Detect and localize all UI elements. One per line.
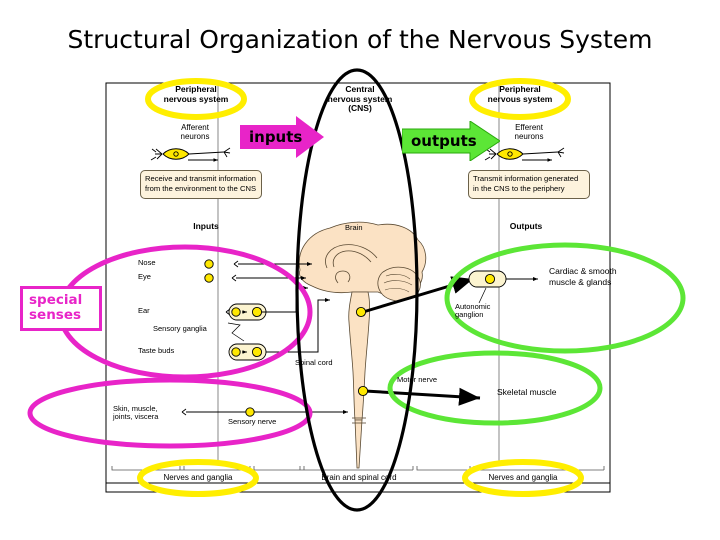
input-label-nose: Nose xyxy=(138,258,156,267)
inputs-arrow-shape xyxy=(240,116,324,158)
efferent-neuron-icon xyxy=(484,147,565,162)
skeletal-muscle-label: Skeletal muscle xyxy=(497,387,557,397)
cardiac-smooth-muscle-label: Cardiac & smooth muscle & glands xyxy=(549,266,617,287)
outputs-section-label: Outputs xyxy=(509,221,543,231)
afferent-neurons-label: Afferent neurons xyxy=(180,123,210,141)
spinal-cord-label: Spinal cord xyxy=(295,358,333,367)
afferent-neuron-icon xyxy=(150,147,231,162)
somatic-output-oval xyxy=(387,350,603,426)
brain-label: Brain xyxy=(345,223,363,232)
bracket-label-center: Brain and spinal cord xyxy=(321,473,397,482)
cns-oval xyxy=(295,68,419,512)
outputs-arrow-label: outputs xyxy=(411,132,477,150)
pns-left-oval xyxy=(145,78,247,120)
input-pathway-taste xyxy=(228,298,330,361)
autonomic-output-oval xyxy=(444,242,686,354)
body-input-label: Skin, muscle, joints, viscera xyxy=(113,404,159,422)
pns-left-header: Peripheral nervous system xyxy=(163,84,229,104)
sensory-nerve-label: Sensory nerve xyxy=(228,417,277,426)
output-pathway-somatic xyxy=(357,385,481,406)
pns-right-oval xyxy=(469,78,571,120)
efferent-callout: Transmit information generated in the CN… xyxy=(468,170,590,199)
autonomic-ganglion-label: Autonomic ganglion xyxy=(455,302,491,320)
pns-right-header: Peripheral nervous system xyxy=(487,84,553,104)
motor-nerve-label: Motor nerve xyxy=(397,375,438,384)
input-label-eye: Eye xyxy=(138,272,151,281)
bracket-label-right: Nerves and ganglia xyxy=(488,473,558,482)
input-pathway-ear xyxy=(225,286,308,321)
brain-illustration xyxy=(298,221,427,469)
inputs-section-label: Inputs xyxy=(193,221,219,231)
afferent-callout: Receive and transmit information from th… xyxy=(140,170,262,199)
outputs-arrow-shape xyxy=(402,121,500,161)
bracket-label-left: Nerves and ganglia xyxy=(163,473,233,482)
input-label-ear: Ear xyxy=(138,306,150,315)
inputs-arrow: inputs xyxy=(240,116,324,158)
efferent-neurons-label: Efferent neurons xyxy=(514,123,544,141)
nerves-ganglia-right-oval xyxy=(462,459,584,497)
input-pathway-body xyxy=(181,407,348,417)
input-label-taste-buds: Taste buds xyxy=(138,346,175,355)
sensory-ganglia-label: Sensory ganglia xyxy=(153,324,207,333)
sensory-ganglia-pointer xyxy=(227,322,245,342)
body-senses-oval xyxy=(27,377,313,449)
nerves-ganglia-left-oval xyxy=(137,459,259,497)
input-pathway-nose xyxy=(204,259,312,269)
special-senses-box: special senses xyxy=(20,286,102,332)
inputs-arrow-label: inputs xyxy=(249,128,303,146)
outputs-arrow: outputs xyxy=(402,121,500,161)
cns-header: Central nervous system (CNS) xyxy=(327,84,393,114)
page-title: Structural Organization of the Nervous S… xyxy=(67,25,653,54)
